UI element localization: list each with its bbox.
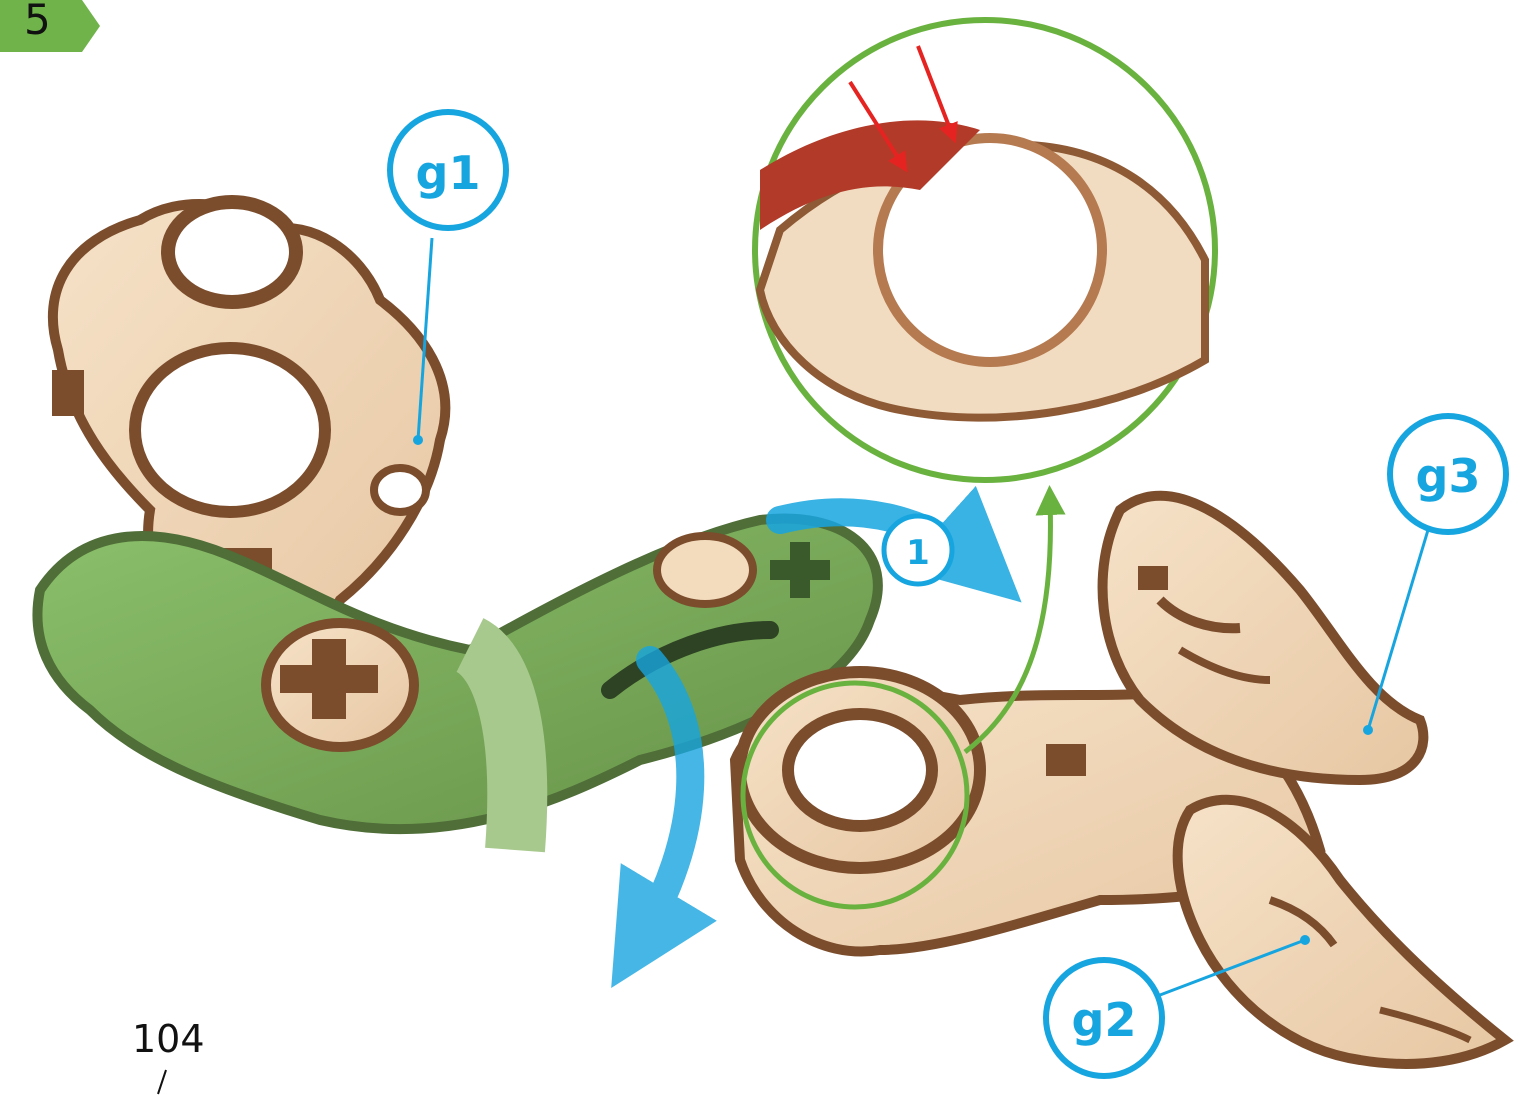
part-label-g1: g1	[416, 146, 481, 200]
page-marker	[158, 1070, 166, 1094]
page-number: 104	[132, 1017, 205, 1061]
g2-callout-dot	[1300, 935, 1310, 945]
step-number: 5	[24, 0, 51, 44]
part-label-g3: g3	[1416, 449, 1481, 503]
wood-ring-behind-green	[657, 536, 753, 604]
right-wood-ring-hole	[788, 714, 932, 826]
callout-g1: g1	[390, 112, 506, 228]
g1-small-hole	[374, 468, 426, 512]
part-g2-illustration	[1178, 800, 1505, 1064]
callout-g2: g2	[1046, 960, 1162, 1076]
part-label-g2: g2	[1072, 993, 1137, 1047]
right-wood-slot	[1046, 744, 1086, 776]
zoom-detail	[755, 20, 1215, 480]
g3-slot	[1138, 566, 1168, 590]
g1-slot-left	[52, 370, 84, 416]
g1-center-hole	[135, 348, 325, 512]
g1-top-hole	[168, 202, 296, 302]
g1-callout-dot	[413, 435, 423, 445]
step-badge: 5	[0, 0, 100, 52]
callout-g3: g3	[1390, 416, 1506, 532]
page-number-group: 104	[132, 1017, 205, 1094]
g3-callout-line	[1368, 530, 1428, 730]
g3-callout-dot	[1363, 725, 1373, 735]
action-label-1: 1	[906, 533, 930, 573]
callout-action-1: 1	[884, 516, 952, 584]
joint-left	[266, 623, 414, 747]
